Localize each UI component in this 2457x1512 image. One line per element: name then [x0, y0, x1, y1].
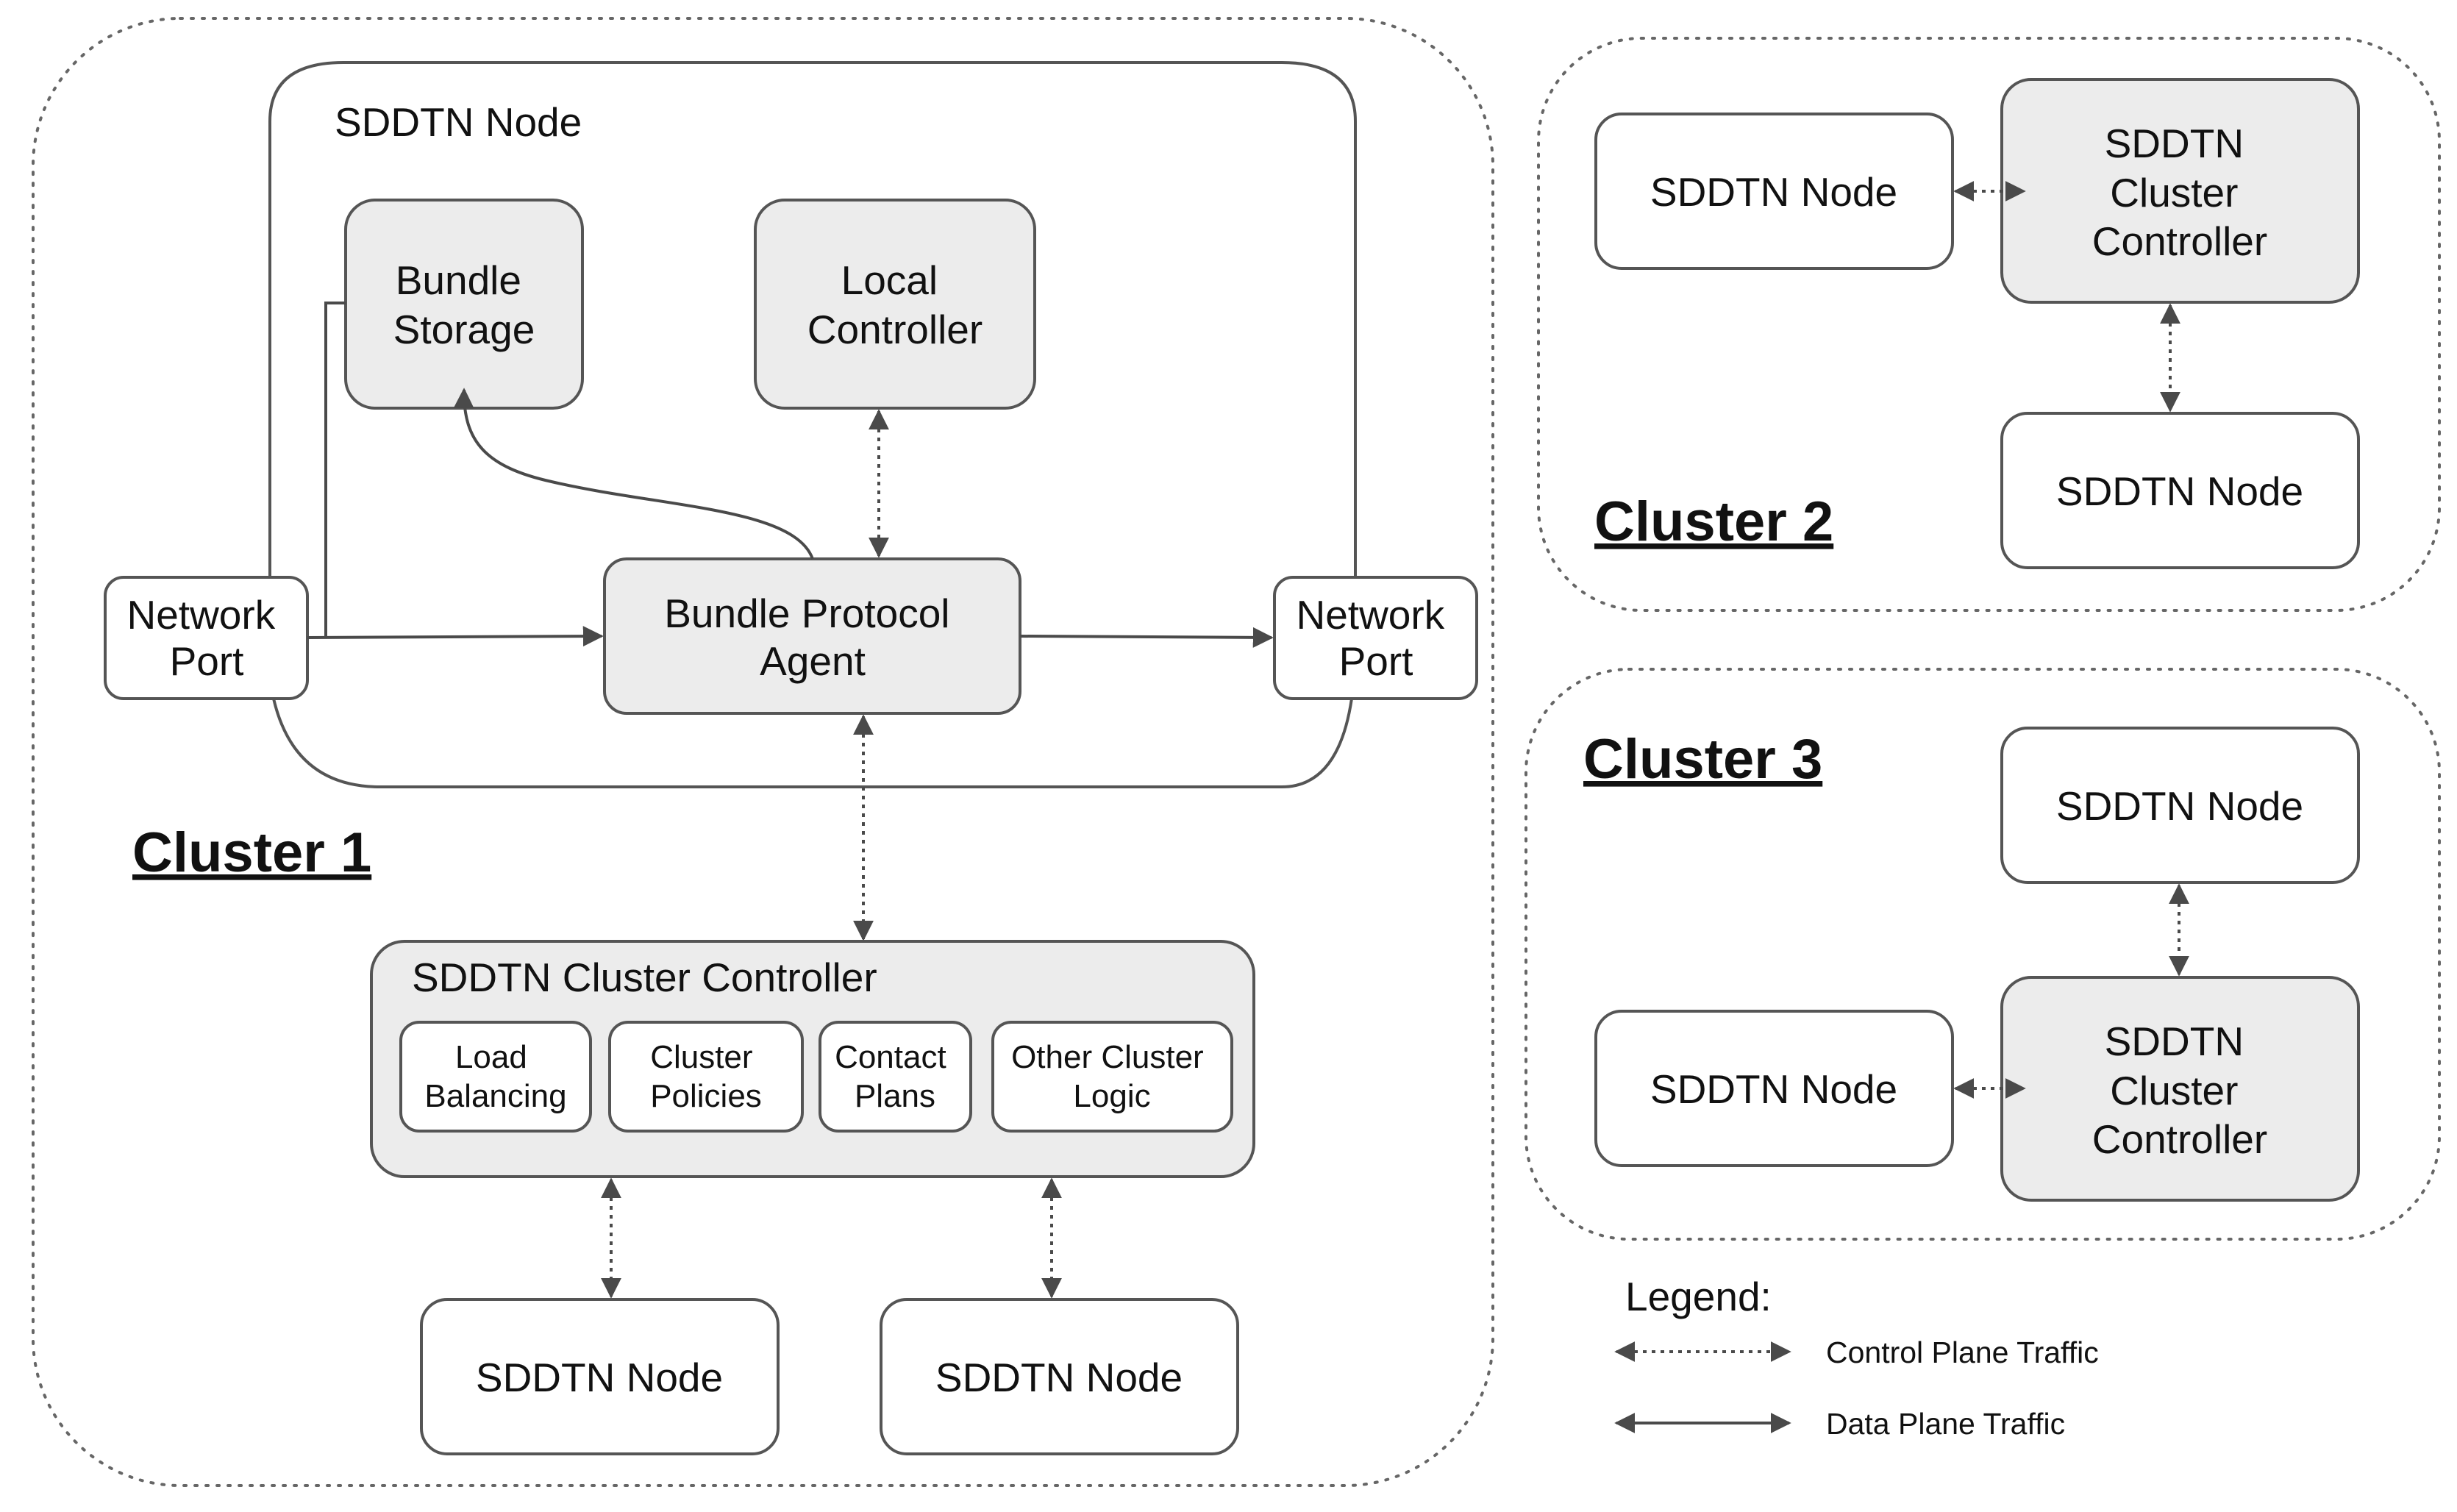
bundle-protocol-agent-box	[603, 557, 1021, 715]
cluster-3-node-top-label: SDDTN Node	[2056, 783, 2303, 829]
other-cluster-logic-label: Other Cluster Logic	[1011, 1039, 1213, 1114]
cluster-2-node-bottom-box	[2000, 412, 2360, 569]
cluster-3-node-left-box	[1594, 1010, 1954, 1167]
load-balancing-label: Load Balancing	[424, 1039, 566, 1114]
port-left-to-storage-line	[324, 302, 346, 638]
cluster-1-node-1-label: SDDTN Node	[476, 1355, 723, 1400]
load-balancing-box	[399, 1021, 592, 1133]
cluster-1-title: Cluster 1	[132, 821, 371, 884]
cluster-2-node-left-box	[1594, 113, 1954, 270]
cluster-2-node-left-label: SDDTN Node	[1650, 169, 1897, 215]
cluster-3-boundary	[1525, 668, 2441, 1241]
cluster-2-boundary	[1537, 37, 2441, 612]
sddtn-node-frame	[268, 61, 1357, 577]
bundle-protocol-agent-label: Bundle Protocol Agent	[664, 591, 961, 684]
bundle-storage-label: Bundle Storage	[393, 257, 535, 352]
cluster-2-title: Cluster 2	[1594, 491, 1833, 553]
contact-plans-label: Contact Plans	[835, 1039, 955, 1114]
port-left-to-bpa-arrow	[307, 626, 604, 647]
legend-data-label: Data Plane Traffic	[1826, 1407, 2065, 1441]
network-port-left-box	[104, 576, 309, 700]
network-port-right-box	[1273, 576, 1478, 700]
cluster-2-node-bottom-label: SDDTN Node	[2056, 468, 2303, 514]
cluster-policies-label: Cluster Policies	[650, 1039, 762, 1114]
bundle-storage-box	[344, 199, 584, 410]
sddtn-node-title: SDDTN Node	[335, 99, 582, 145]
cluster-2-controller-label: SDDTN Cluster Controller	[2092, 121, 2267, 264]
local-controller-label: Local Controller	[807, 257, 983, 352]
legend-title: Legend:	[1625, 1274, 1772, 1319]
bpa-to-storage-arrow	[453, 388, 814, 560]
cluster-3-title: Cluster 3	[1583, 728, 1822, 791]
cluster-1-controller-title: SDDTN Cluster Controller	[412, 955, 877, 1000]
cluster-1-node-2-box	[880, 1298, 1239, 1455]
local-controller-box	[754, 199, 1036, 410]
cluster-3-node-top-box	[2000, 727, 2360, 884]
legend-control-label: Control Plane Traffic	[1826, 1336, 2099, 1369]
cluster-3-controller-label: SDDTN Cluster Controller	[2092, 1019, 2267, 1162]
cluster-3-node-left-label: SDDTN Node	[1650, 1066, 1897, 1112]
other-cluster-logic-box	[991, 1021, 1233, 1133]
cluster-1-node-1-box	[420, 1298, 780, 1455]
network-port-right-label: Network Port	[1297, 592, 1456, 684]
network-port-left-label: Network Port	[127, 592, 287, 684]
contact-plans-box	[819, 1021, 972, 1133]
cluster-policies-box	[608, 1021, 804, 1133]
legend: Legend: Control Plane Traffic Data Plane…	[1614, 1274, 2099, 1441]
bpa-to-port-right-arrow	[1019, 627, 1274, 648]
cluster-1-node-2-label: SDDTN Node	[935, 1355, 1183, 1400]
